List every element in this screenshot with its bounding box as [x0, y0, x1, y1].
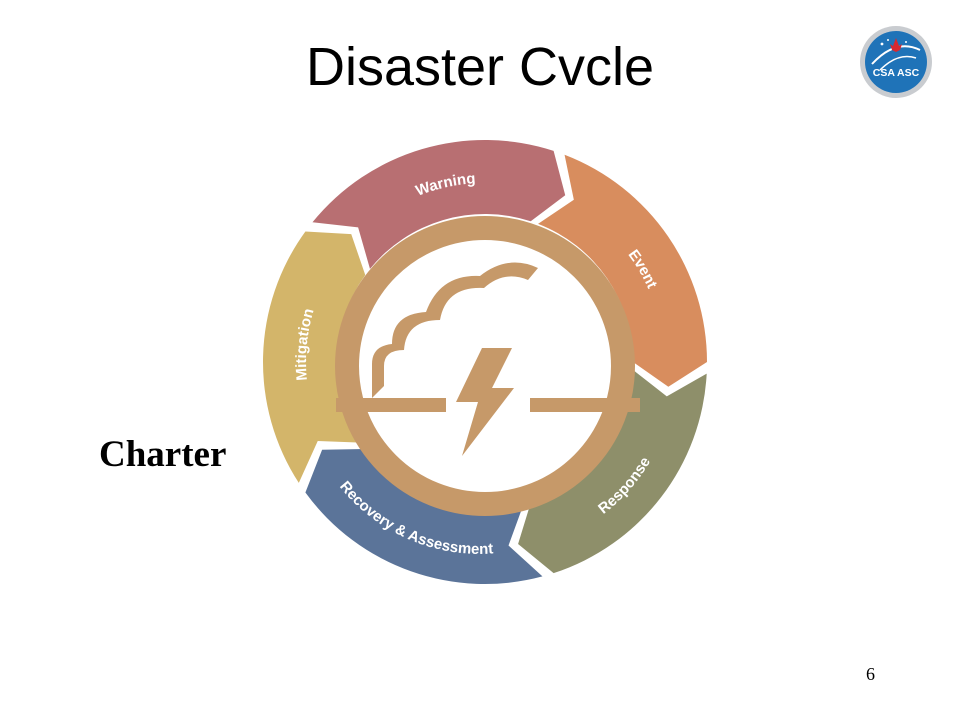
storm-cloud-lightning-icon — [336, 262, 640, 456]
cycle-segment-mitigation — [263, 231, 366, 483]
page-number: 6 — [866, 664, 875, 684]
cycle-segment-warning — [312, 139, 566, 269]
cycle-segment-event — [538, 154, 707, 387]
charter-label: Charter — [99, 434, 227, 475]
center-icon — [335, 216, 640, 516]
csa-asc-logo: CSA ASC — [860, 26, 932, 98]
slide-title: Disaster Cvcle — [305, 37, 655, 97]
cycle-segment-response — [518, 369, 707, 574]
logo-text: CSA ASC — [873, 67, 920, 79]
cycle-segment-recovery-assessment — [305, 448, 543, 585]
